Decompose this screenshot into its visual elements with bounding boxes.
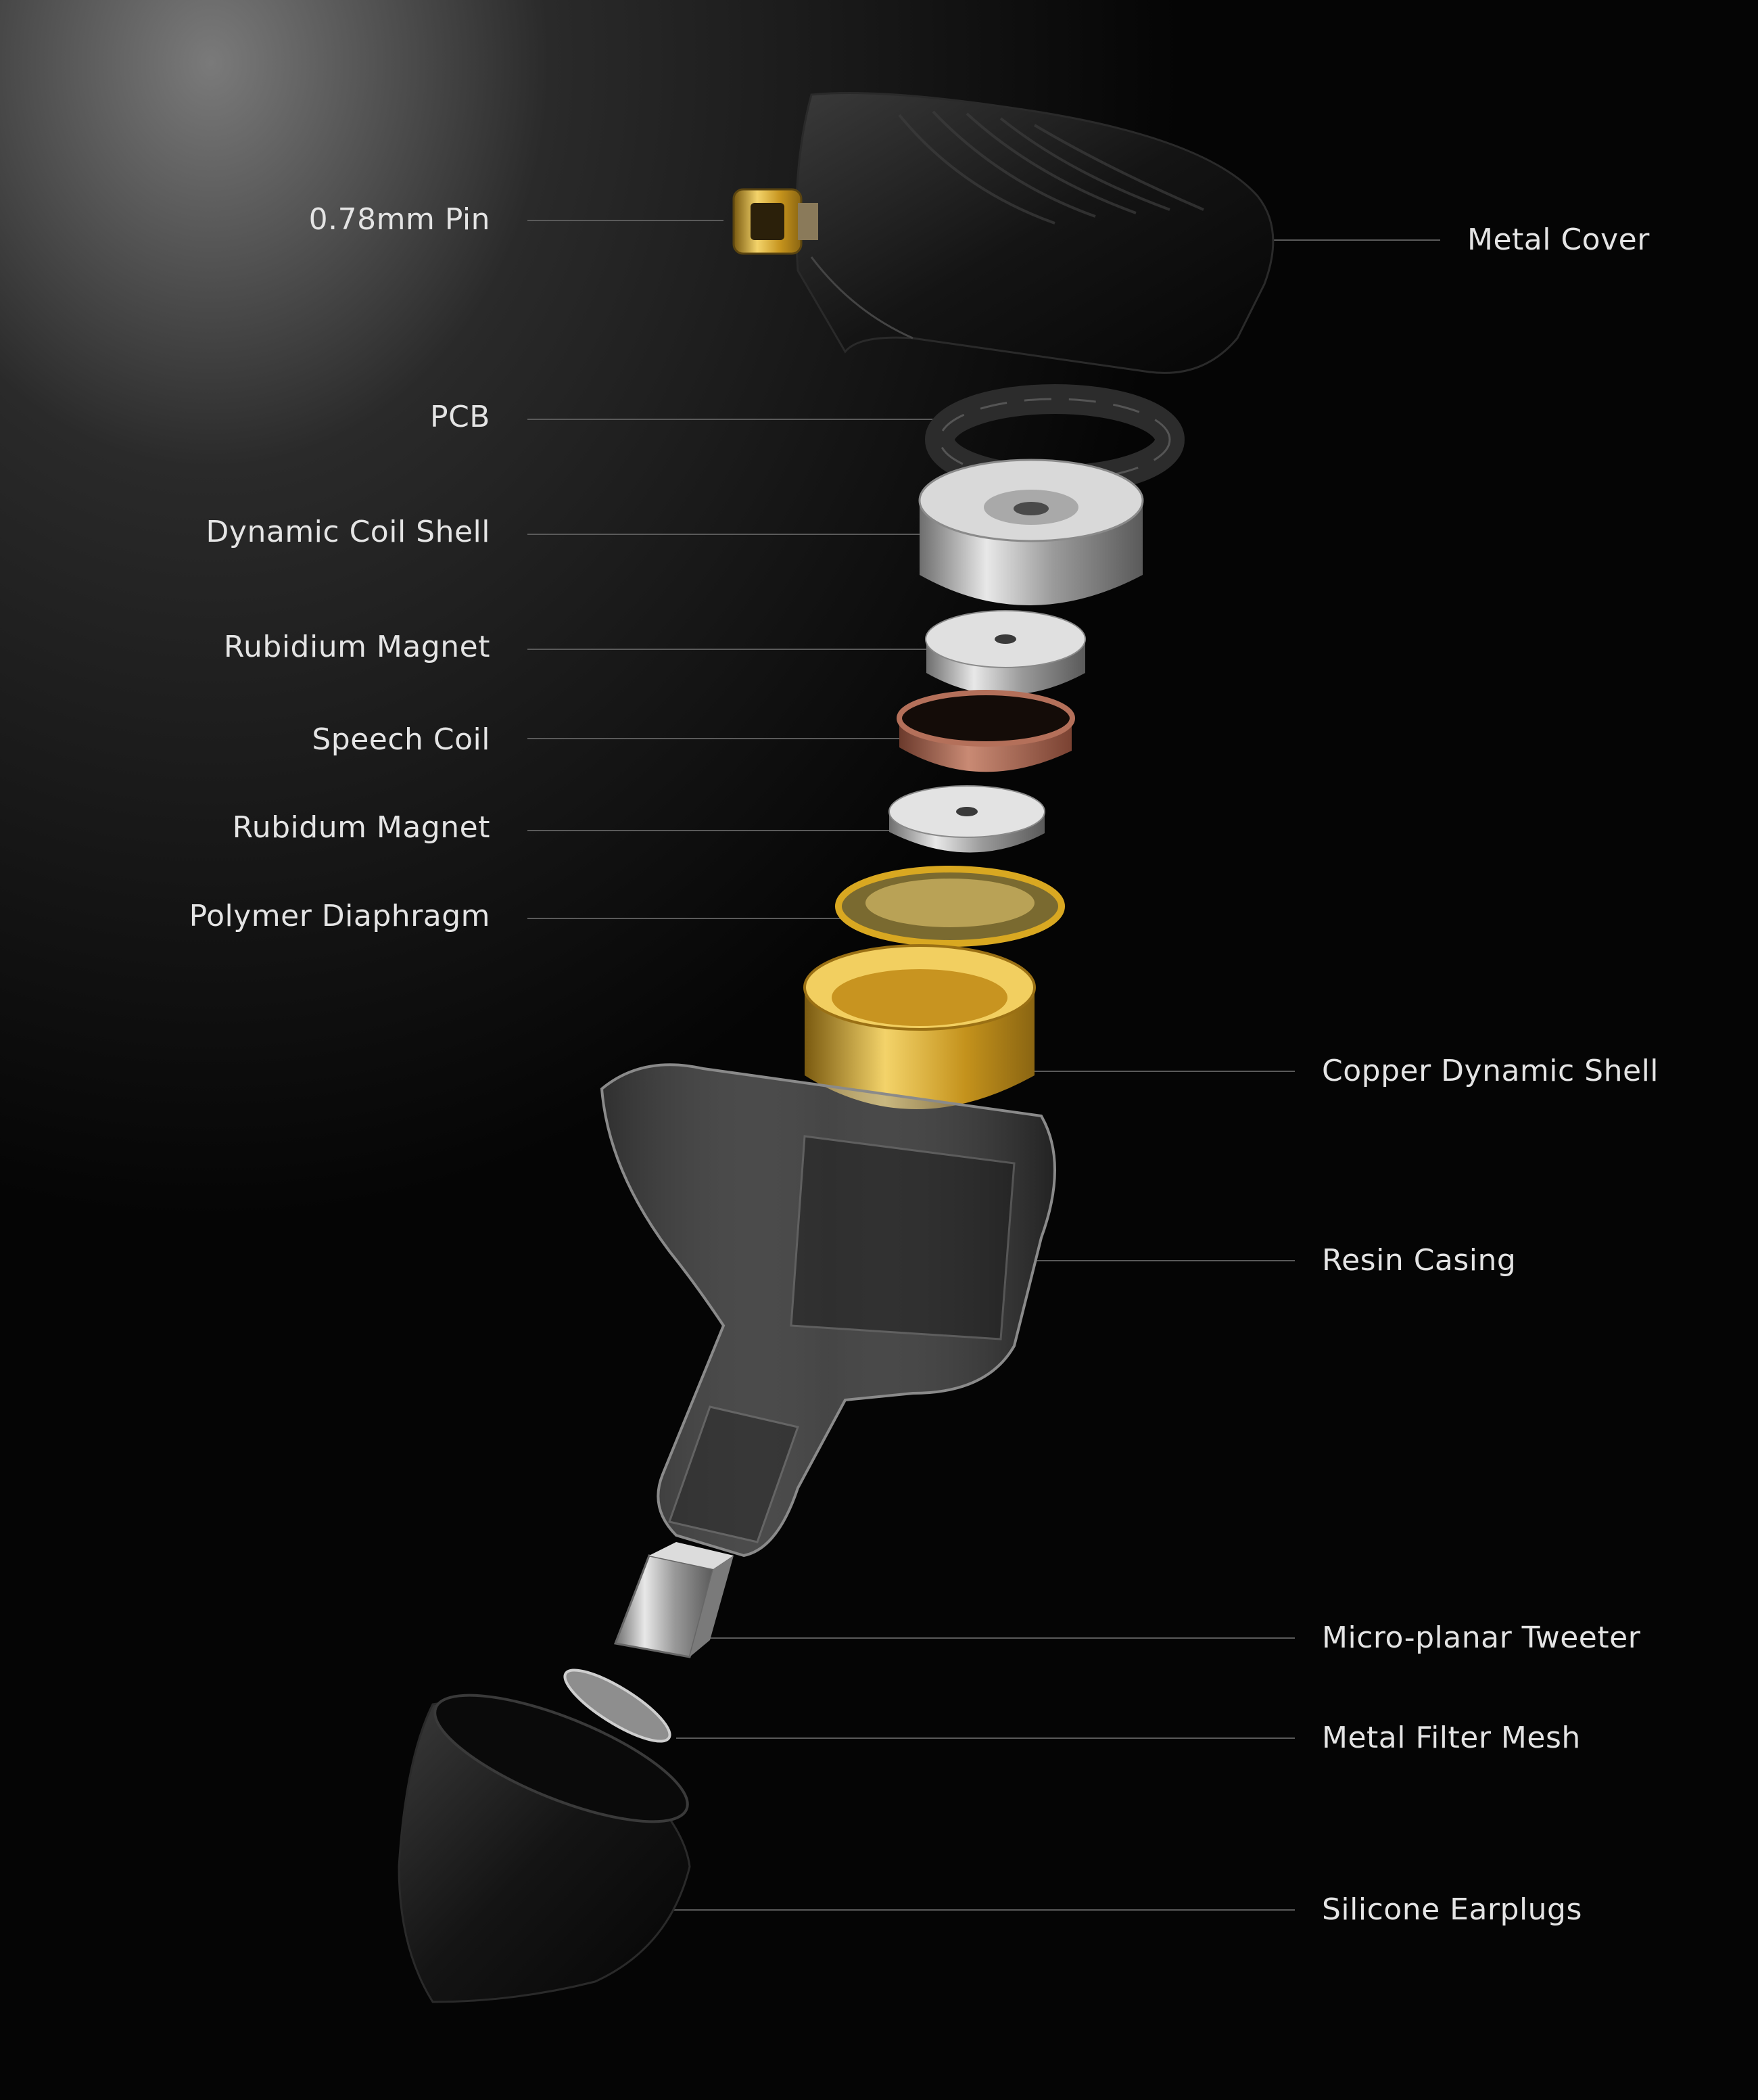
label-pcb: PCB: [430, 400, 490, 434]
label-pin: 0.78mm Pin: [308, 202, 490, 237]
label-dynamic-coil-shell: Dynamic Coil Shell: [206, 515, 490, 549]
label-silicone-earplugs: Silicone Earplugs: [1322, 1892, 1582, 1927]
label-speech-coil: Speech Coil: [312, 722, 490, 757]
metal-filter-mesh-part: [563, 1669, 671, 1743]
speech-coil-part: [897, 690, 1075, 772]
metal-cover-part: [795, 92, 1275, 374]
label-resin-casing: Resin Casing: [1322, 1243, 1517, 1278]
label-micro-planar-tweeter: Micro-planar Tweeter: [1322, 1620, 1641, 1655]
micro-planar-tweeter-part: [613, 1542, 734, 1658]
leader-lines: [527, 220, 1440, 1911]
copper-dynamic-shell-part: [803, 944, 1036, 1109]
dynamic-coil-shell-part: [918, 459, 1144, 605]
label-polymer-diaphragm: Polymer Diaphragm: [189, 899, 490, 933]
label-copper-dynamic-shell: Copper Dynamic Shell: [1322, 1054, 1659, 1088]
polymer-diaphragm-part: [835, 866, 1065, 947]
rubidium-magnet-part: [925, 610, 1086, 695]
rubidum-magnet-part: [888, 785, 1045, 853]
silicone-earplugs-part: [398, 1694, 691, 2003]
label-metal-filter-mesh: Metal Filter Mesh: [1322, 1721, 1581, 1755]
label-metal-cover: Metal Cover: [1467, 223, 1650, 257]
pin-part: [732, 188, 818, 255]
label-rubidium-magnet: Rubidium Magnet: [223, 630, 490, 664]
label-rubidum-magnet: Rubidum Magnet: [232, 810, 490, 845]
resin-casing-part: [600, 1063, 1056, 1558]
